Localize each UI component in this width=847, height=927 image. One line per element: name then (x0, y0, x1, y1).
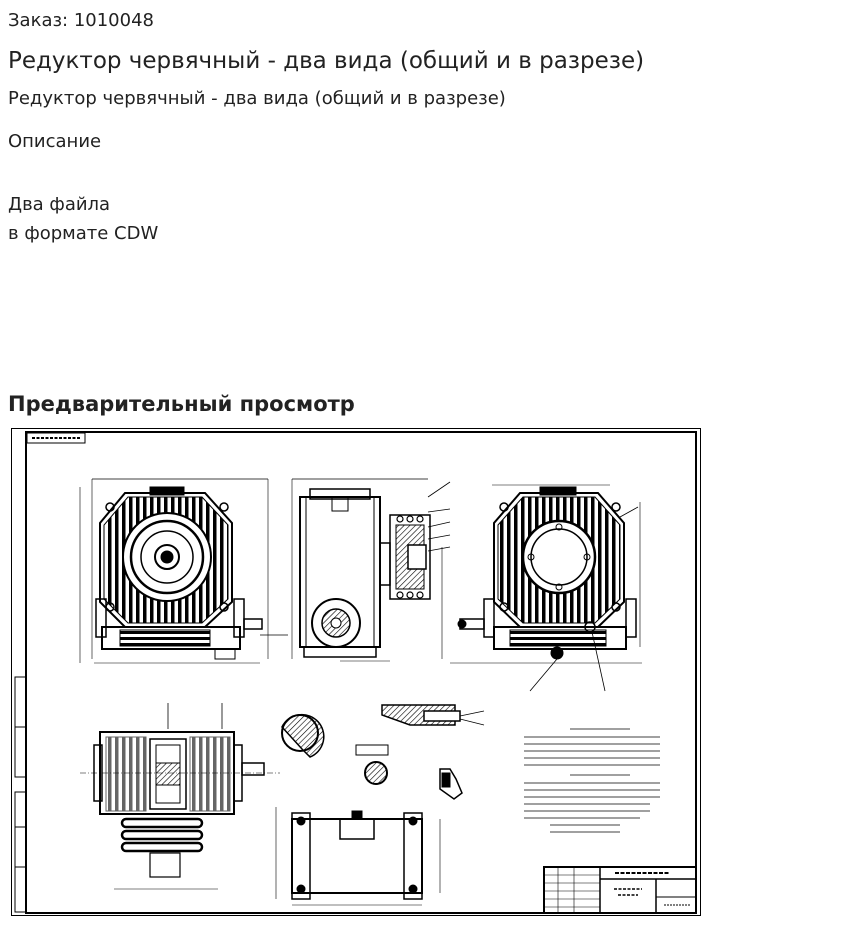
description-line-2: в формате CDW (8, 223, 159, 244)
product-subtitle: Редуктор червячный - два вида (общий и в… (8, 88, 506, 109)
product-title: Редуктор червячный - два вида (общий и в… (8, 48, 645, 74)
drawing-preview-image[interactable] (10, 427, 702, 917)
technical-notes (524, 728, 660, 833)
bottom-view (275, 807, 441, 906)
title-block (543, 866, 697, 914)
description-line-1: Два файла (8, 194, 111, 215)
side-view (291, 478, 451, 662)
top-view (80, 703, 280, 890)
rear-view (450, 484, 642, 692)
section-views (281, 704, 485, 800)
preview-heading: Предварительный просмотр (8, 392, 355, 416)
order-number: Заказ: 1010048 (8, 10, 154, 31)
front-view (79, 478, 288, 664)
description-heading: Описание (8, 131, 102, 152)
